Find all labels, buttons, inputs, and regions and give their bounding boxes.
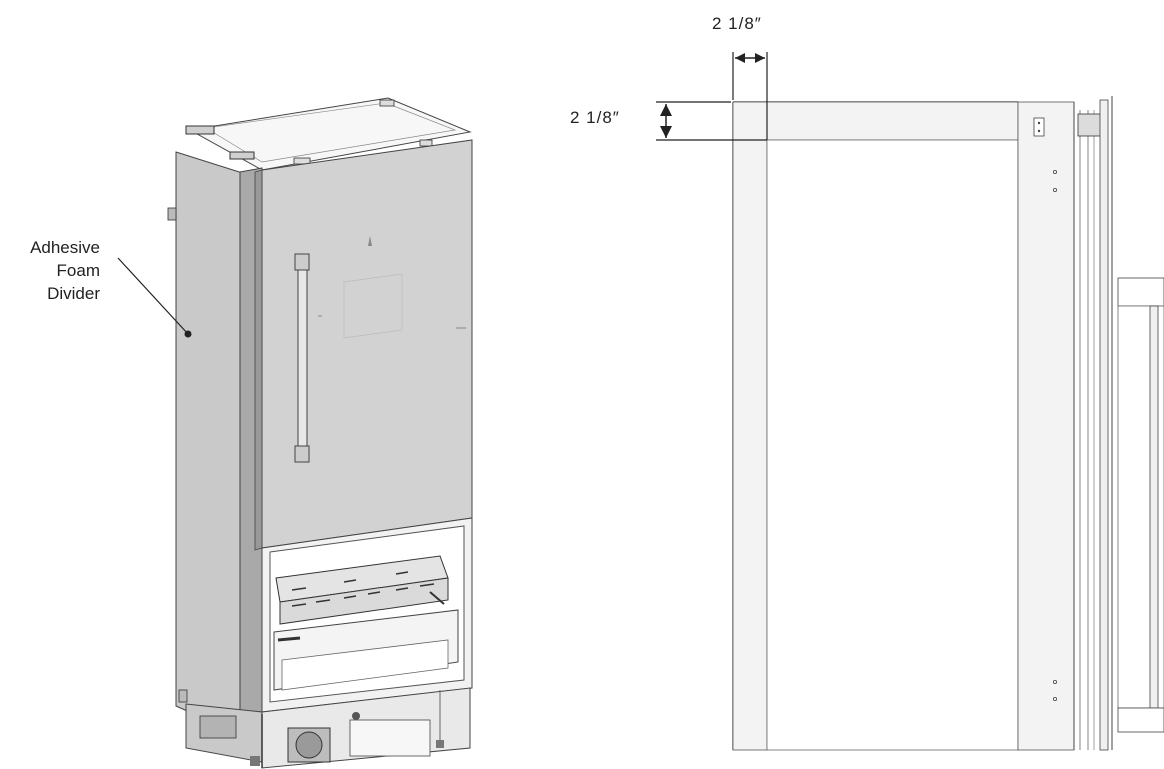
callout-dot <box>184 330 192 338</box>
panel-left-stile <box>732 139 768 751</box>
arrowhead-up <box>660 104 672 116</box>
callout-leader-line <box>117 257 189 335</box>
callout-line-1: Adhesive <box>30 238 100 257</box>
arrowhead-left <box>735 53 745 63</box>
door-handle <box>297 253 308 461</box>
callout-line-2: Foam <box>56 261 100 280</box>
panel-top-rail <box>732 101 1019 141</box>
arrowhead-down <box>660 126 672 138</box>
upper-door <box>261 139 473 549</box>
handle-profile <box>1117 277 1164 307</box>
vertical-dimension-label: 2 1/8″ <box>570 108 620 127</box>
adhesive-foam-divider-label: Adhesive Foam Divider <box>0 236 100 305</box>
arrowhead-right <box>755 53 765 63</box>
callout-line-3: Divider <box>47 284 100 303</box>
horizontal-dimension-label: 2 1/8″ <box>712 14 762 33</box>
